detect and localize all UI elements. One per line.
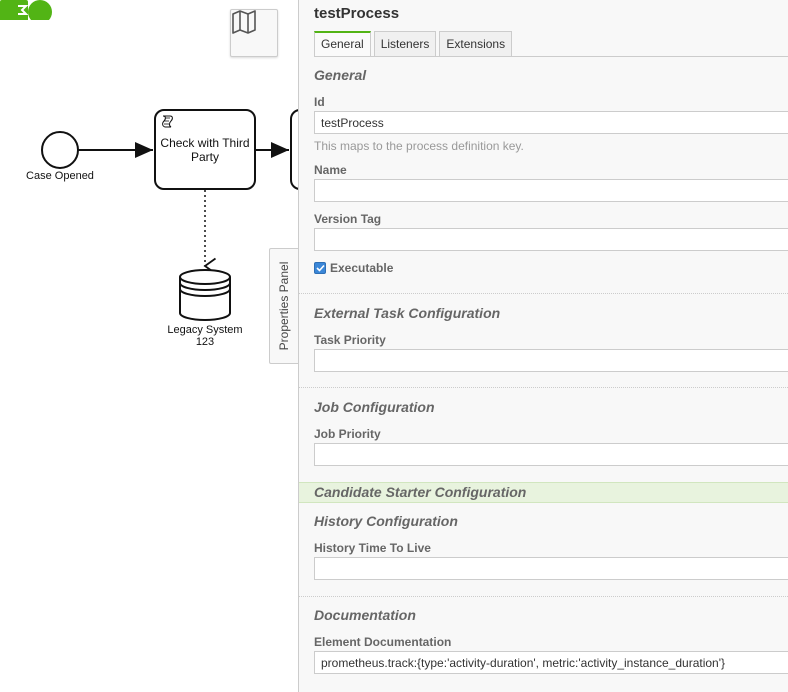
minimap-toggle-button[interactable] bbox=[230, 9, 278, 57]
executable-row: Executable bbox=[314, 261, 393, 275]
divider-2 bbox=[299, 387, 788, 388]
panel-title: testProcess bbox=[314, 5, 400, 22]
name-input[interactable] bbox=[314, 179, 788, 202]
id-description: This maps to the process definition key. bbox=[314, 139, 524, 153]
properties-panel: testProcess General Listeners Extensions… bbox=[298, 0, 788, 692]
group-candidate-starter[interactable] bbox=[299, 482, 788, 503]
properties-panel-toggle[interactable]: Properties Panel bbox=[269, 248, 298, 364]
datastore-icon[interactable] bbox=[179, 269, 231, 321]
start-event[interactable] bbox=[41, 131, 79, 169]
group-candidate-starter-title[interactable]: Candidate Starter Configuration bbox=[314, 484, 527, 500]
divider-1 bbox=[299, 293, 788, 294]
id-label: Id bbox=[314, 95, 325, 109]
datastore-label: Legacy System 123 bbox=[167, 324, 243, 348]
history-ttl-input[interactable] bbox=[314, 557, 788, 580]
next-task-partial[interactable] bbox=[290, 109, 298, 190]
group-general-title[interactable]: General bbox=[314, 67, 367, 83]
executable-label[interactable]: Executable bbox=[330, 261, 394, 275]
bpmn-canvas[interactable]: Case Opened Check with Third Party Legac… bbox=[0, 0, 298, 692]
tabs-divider bbox=[314, 56, 788, 57]
script-icon bbox=[162, 115, 173, 128]
panel-tabs: General Listeners Extensions bbox=[314, 31, 515, 56]
task-priority-label: Task Priority bbox=[314, 333, 386, 347]
element-documentation-input[interactable] bbox=[314, 651, 788, 674]
name-label: Name bbox=[314, 163, 347, 177]
bpmn-logo-icon[interactable] bbox=[0, 0, 54, 20]
job-priority-label: Job Priority bbox=[314, 427, 381, 441]
tab-general[interactable]: General bbox=[314, 31, 371, 56]
version-tag-input[interactable] bbox=[314, 228, 788, 251]
group-documentation-title[interactable]: Documentation bbox=[314, 607, 416, 623]
id-input[interactable] bbox=[314, 111, 788, 134]
group-job-title[interactable]: Job Configuration bbox=[314, 399, 435, 415]
task-priority-input[interactable] bbox=[314, 349, 788, 372]
element-documentation-label: Element Documentation bbox=[314, 635, 452, 649]
task-label: Check with Third Party bbox=[160, 136, 250, 164]
version-tag-label: Version Tag bbox=[314, 212, 382, 226]
group-external-task-title[interactable]: External Task Configuration bbox=[314, 305, 501, 321]
checkmark-icon bbox=[315, 264, 325, 272]
start-event-label: Case Opened bbox=[26, 170, 94, 182]
diagram-svg bbox=[41, 109, 298, 321]
job-priority-input[interactable] bbox=[314, 443, 788, 466]
history-ttl-label: History Time To Live bbox=[314, 541, 431, 555]
group-history-title[interactable]: History Configuration bbox=[314, 513, 458, 529]
tab-extensions[interactable]: Extensions bbox=[439, 31, 513, 56]
map-icon bbox=[232, 10, 256, 34]
executable-checkbox[interactable] bbox=[314, 262, 326, 274]
properties-panel-toggle-label: Properties Panel bbox=[277, 261, 291, 351]
divider-3 bbox=[299, 596, 788, 597]
tab-listeners[interactable]: Listeners bbox=[373, 31, 437, 56]
